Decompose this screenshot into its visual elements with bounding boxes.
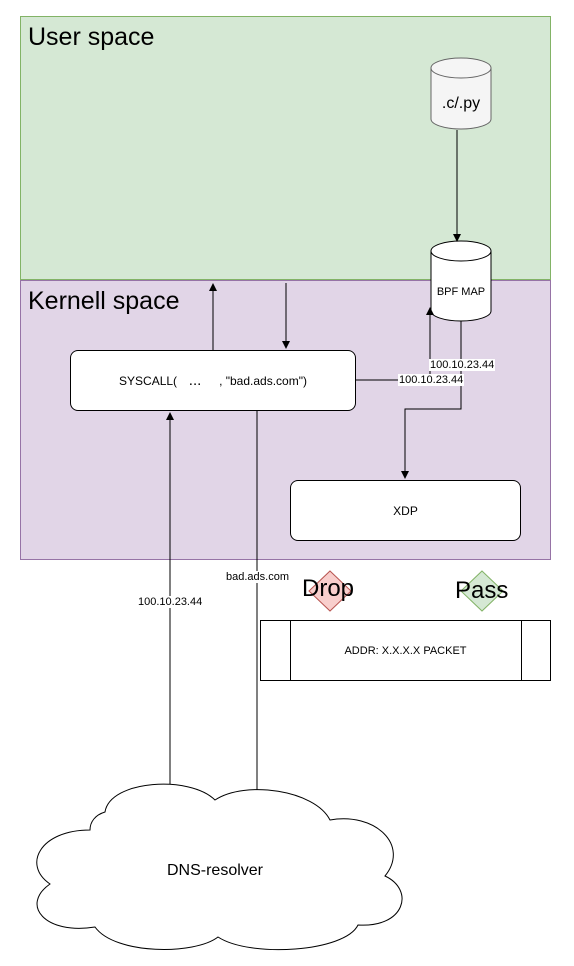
xdp-box[interactable]: XDP: [290, 480, 521, 541]
packet-right-divider: [521, 621, 522, 680]
drop-diamond[interactable]: [308, 570, 352, 612]
dns-label: DNS-resolver: [166, 862, 263, 879]
syscall-box[interactable]: SYSCALL( ... , "bad.ads.com"): [70, 350, 356, 411]
edge-syscall-to-map: [356, 307, 434, 381]
packet-label: ADDR: X.X.X.X PACKET: [344, 644, 467, 657]
script-label: .c/.py: [441, 95, 481, 112]
bpf-map-cylinder[interactable]: [430, 240, 492, 322]
pass-label: Pass: [455, 577, 509, 604]
pass-diamond[interactable]: [460, 570, 504, 612]
syscall-prefix: SYSCALL(: [119, 373, 178, 388]
bpf-map-label: BPF MAP: [436, 286, 486, 298]
packet-box[interactable]: ADDR: X.X.X.X PACKET: [260, 620, 551, 681]
syscall-suffix: , "bad.ads.com"): [219, 373, 307, 388]
dns-cloud[interactable]: [36, 783, 403, 951]
edge-label-dns-reply: 100.10.23.44: [137, 596, 204, 608]
script-cylinder[interactable]: [430, 57, 492, 130]
packet-left-divider: [290, 621, 291, 680]
xdp-label: XDP: [393, 503, 418, 518]
edge-map-to-xdp: [401, 321, 462, 479]
drop-label: Drop: [302, 575, 355, 602]
edge-label-query: bad.ads.com: [225, 571, 290, 583]
edge-label-syscall-to-map: 100.10.23.44: [398, 374, 465, 386]
kernel-space-title: Kernell space: [28, 287, 180, 315]
user-space-title: User space: [28, 23, 155, 51]
syscall-ellipsis: ...: [188, 372, 202, 389]
edge-label-map-in: 100.10.23.44: [429, 359, 496, 371]
